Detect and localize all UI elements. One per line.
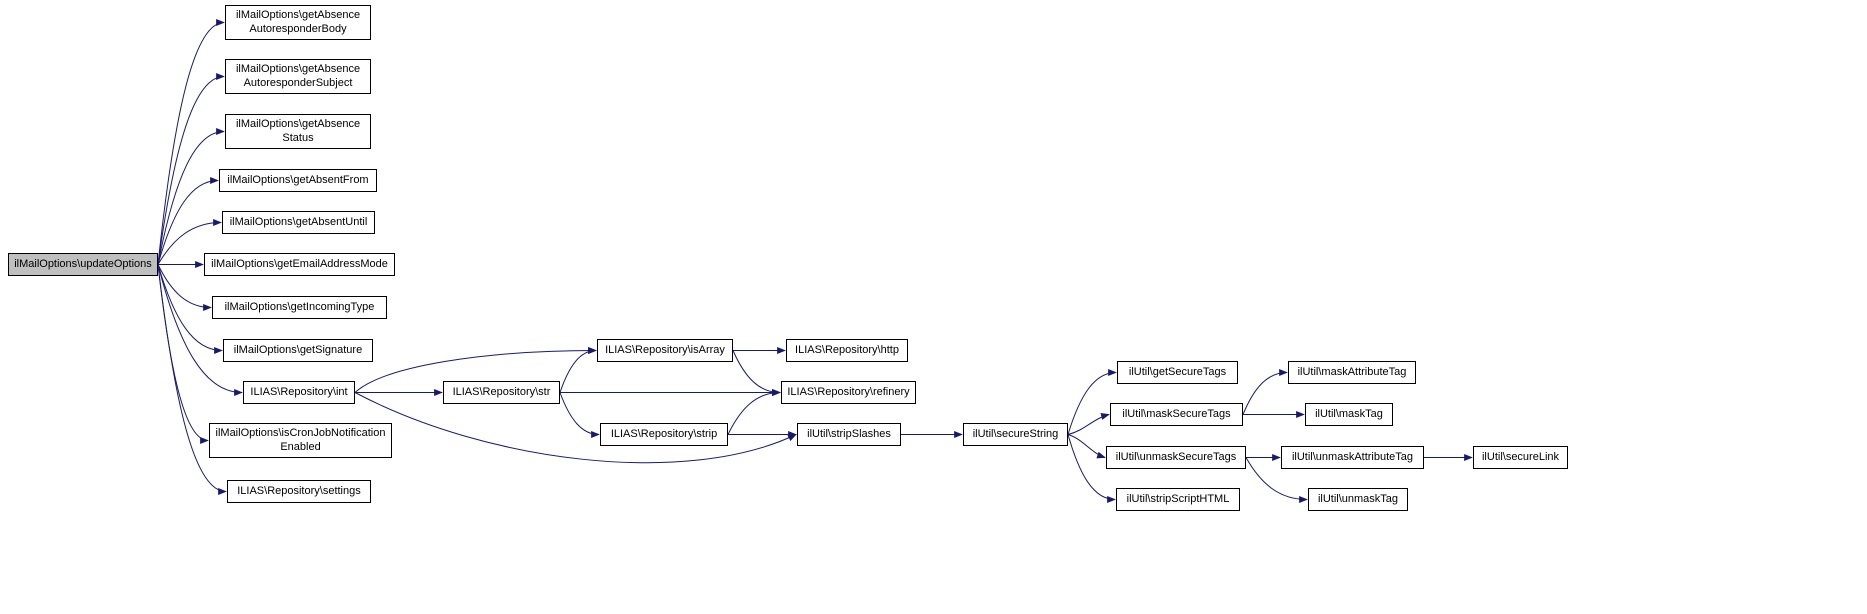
node-getAbsentUntil[interactable]: ilMailOptions\getAbsentUntil [222,211,375,234]
edge-strip-refinery [727,389,781,435]
node-refinery[interactable]: ILIAS\Repository\refinery [781,381,916,404]
edge-secureString-unmaskSecureTags [1067,434,1106,459]
edge-isArray-refinery [732,350,781,396]
node-label: ILIAS\Repository\http [795,343,899,356]
node-label: ILIAS\Repository\refinery [787,385,910,398]
node-unmaskTag[interactable]: ilUtil\unmaskTag [1308,488,1408,511]
node-label: ilUtil\secureString [972,427,1059,440]
node-label: ilMailOptions\getAbsentUntil [229,215,368,228]
node-label: ilMailOptions\getAbsentFrom [227,173,369,186]
node-getIncomingType[interactable]: ilMailOptions\getIncomingType [212,296,387,319]
node-label: ilUtil\unmaskSecureTags [1115,450,1237,463]
node-stripScriptHTML[interactable]: ilUtil\stripScriptHTML [1116,488,1240,511]
node-unmaskAttributeTag[interactable]: ilUtil\unmaskAttributeTag [1281,446,1424,469]
node-secureString[interactable]: ilUtil\secureString [963,423,1068,446]
node-http[interactable]: ILIAS\Repository\http [786,339,908,362]
node-label: ilUtil\secureLink [1481,450,1560,463]
node-secureLink[interactable]: ilUtil\secureLink [1473,446,1568,469]
edge-updateOptions-getAbsenceAutoresponderBody [157,19,225,265]
node-label: ilUtil\unmaskAttributeTag [1291,450,1414,463]
node-isArray[interactable]: ILIAS\Repository\isArray [597,339,733,362]
node-int[interactable]: ILIAS\Repository\int [243,381,355,404]
edge-updateOptions-getAbsenceAutoresponderSubject [157,73,225,265]
node-getEmailAddressMode[interactable]: ilMailOptions\getEmailAddressMode [204,253,395,276]
node-stripSlashes[interactable]: ilUtil\stripSlashes [797,423,901,446]
edge-str-isArray [559,347,597,393]
node-label: ILIAS\Repository\strip [610,427,718,440]
node-str[interactable]: ILIAS\Repository\str [443,381,560,404]
node-label: ilMailOptions\updateOptions [14,257,152,270]
node-label: ilUtil\stripScriptHTML [1126,492,1230,505]
node-getSecureTags[interactable]: ilUtil\getSecureTags [1117,361,1238,384]
node-strip[interactable]: ILIAS\Repository\strip [600,423,728,446]
node-label: ilUtil\stripSlashes [807,427,891,440]
node-maskTag[interactable]: ilUtil\maskTag [1305,403,1393,426]
node-getAbsentFrom[interactable]: ilMailOptions\getAbsentFrom [219,169,377,192]
node-label: ilMailOptions\getSignature [233,343,363,356]
edge-updateOptions-getAbsentFrom [157,177,219,265]
node-label: ilMailOptions\getAbsence [235,117,361,130]
node-label: ilMailOptions\getAbsence [235,62,361,75]
edge-int-stripSlashes [354,392,797,464]
node-maskSecureTags[interactable]: ilUtil\maskSecureTags [1110,403,1243,426]
node-label: ILIAS\Repository\int [250,385,348,398]
node-label: ilMailOptions\isCronJobNotification [215,426,386,439]
node-label: ilUtil\maskAttributeTag [1297,365,1407,378]
node-label: ilMailOptions\getEmailAddressMode [211,257,388,270]
node-label: ILIAS\Repository\isArray [605,343,725,356]
node-label: ilMailOptions\getIncomingType [224,300,375,313]
node-label: ilUtil\unmaskTag [1317,492,1399,505]
edge-updateOptions-int [157,264,243,396]
node-unmaskSecureTags[interactable]: ilUtil\unmaskSecureTags [1106,446,1246,469]
node-label: ilUtil\maskTag [1315,407,1383,420]
node-label: ilUtil\maskSecureTags [1122,407,1231,420]
edge-updateOptions-isCronJobNotificationEnabled [157,264,209,444]
node-label: ILIAS\Repository\str [452,385,551,398]
edge-secureString-maskSecureTags [1067,413,1110,435]
node-label: ilMailOptions\getAbsence [235,8,361,21]
edge-maskSecureTags-maskAttributeTag [1242,369,1288,415]
node-maskAttributeTag[interactable]: ilUtil\maskAttributeTag [1288,361,1416,384]
edge-str-strip [559,392,600,438]
node-label: Status [282,131,314,144]
node-label: ILIAS\Repository\settings [237,484,361,497]
node-label: Enabled [280,440,321,453]
node-label: AutoresponderSubject [243,76,353,89]
node-getSignature[interactable]: ilMailOptions\getSignature [223,339,373,362]
node-updateOptions[interactable]: ilMailOptions\updateOptions [8,253,158,276]
node-label: AutoresponderBody [249,22,347,35]
edge-secureString-getSecureTags [1067,369,1117,435]
node-label: ilUtil\getSecureTags [1128,365,1227,378]
node-settings[interactable]: ILIAS\Repository\settings [227,480,371,503]
edge-updateOptions-getAbsenceStatus [157,128,225,265]
